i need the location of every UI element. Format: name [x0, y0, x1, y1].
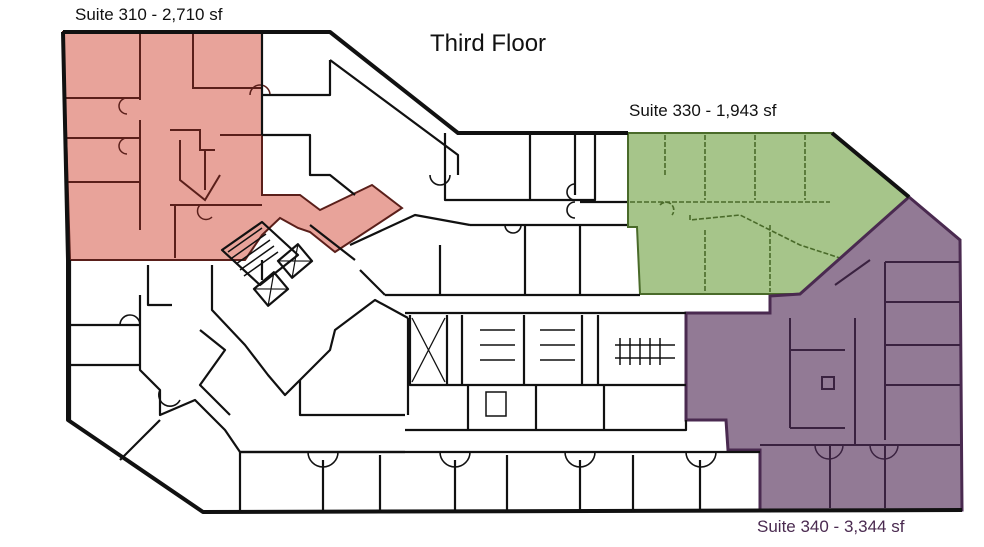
- suite-330-label: Suite 330 - 1,943 sf: [629, 101, 777, 120]
- shaft-x: [411, 317, 446, 383]
- suite-310-label: Suite 310 - 2,710 sf: [75, 5, 223, 24]
- restroom-fixtures: [480, 329, 675, 417]
- stairwell: [220, 220, 300, 287]
- suite-340-label: Suite 340 - 3,344 sf: [757, 517, 905, 536]
- elevator-2: [252, 271, 290, 307]
- building-outline: [61, 30, 963, 514]
- elevator-1: [276, 243, 314, 279]
- suite-310-area[interactable]: [61, 31, 404, 261]
- floor-title: Third Floor: [430, 30, 547, 57]
